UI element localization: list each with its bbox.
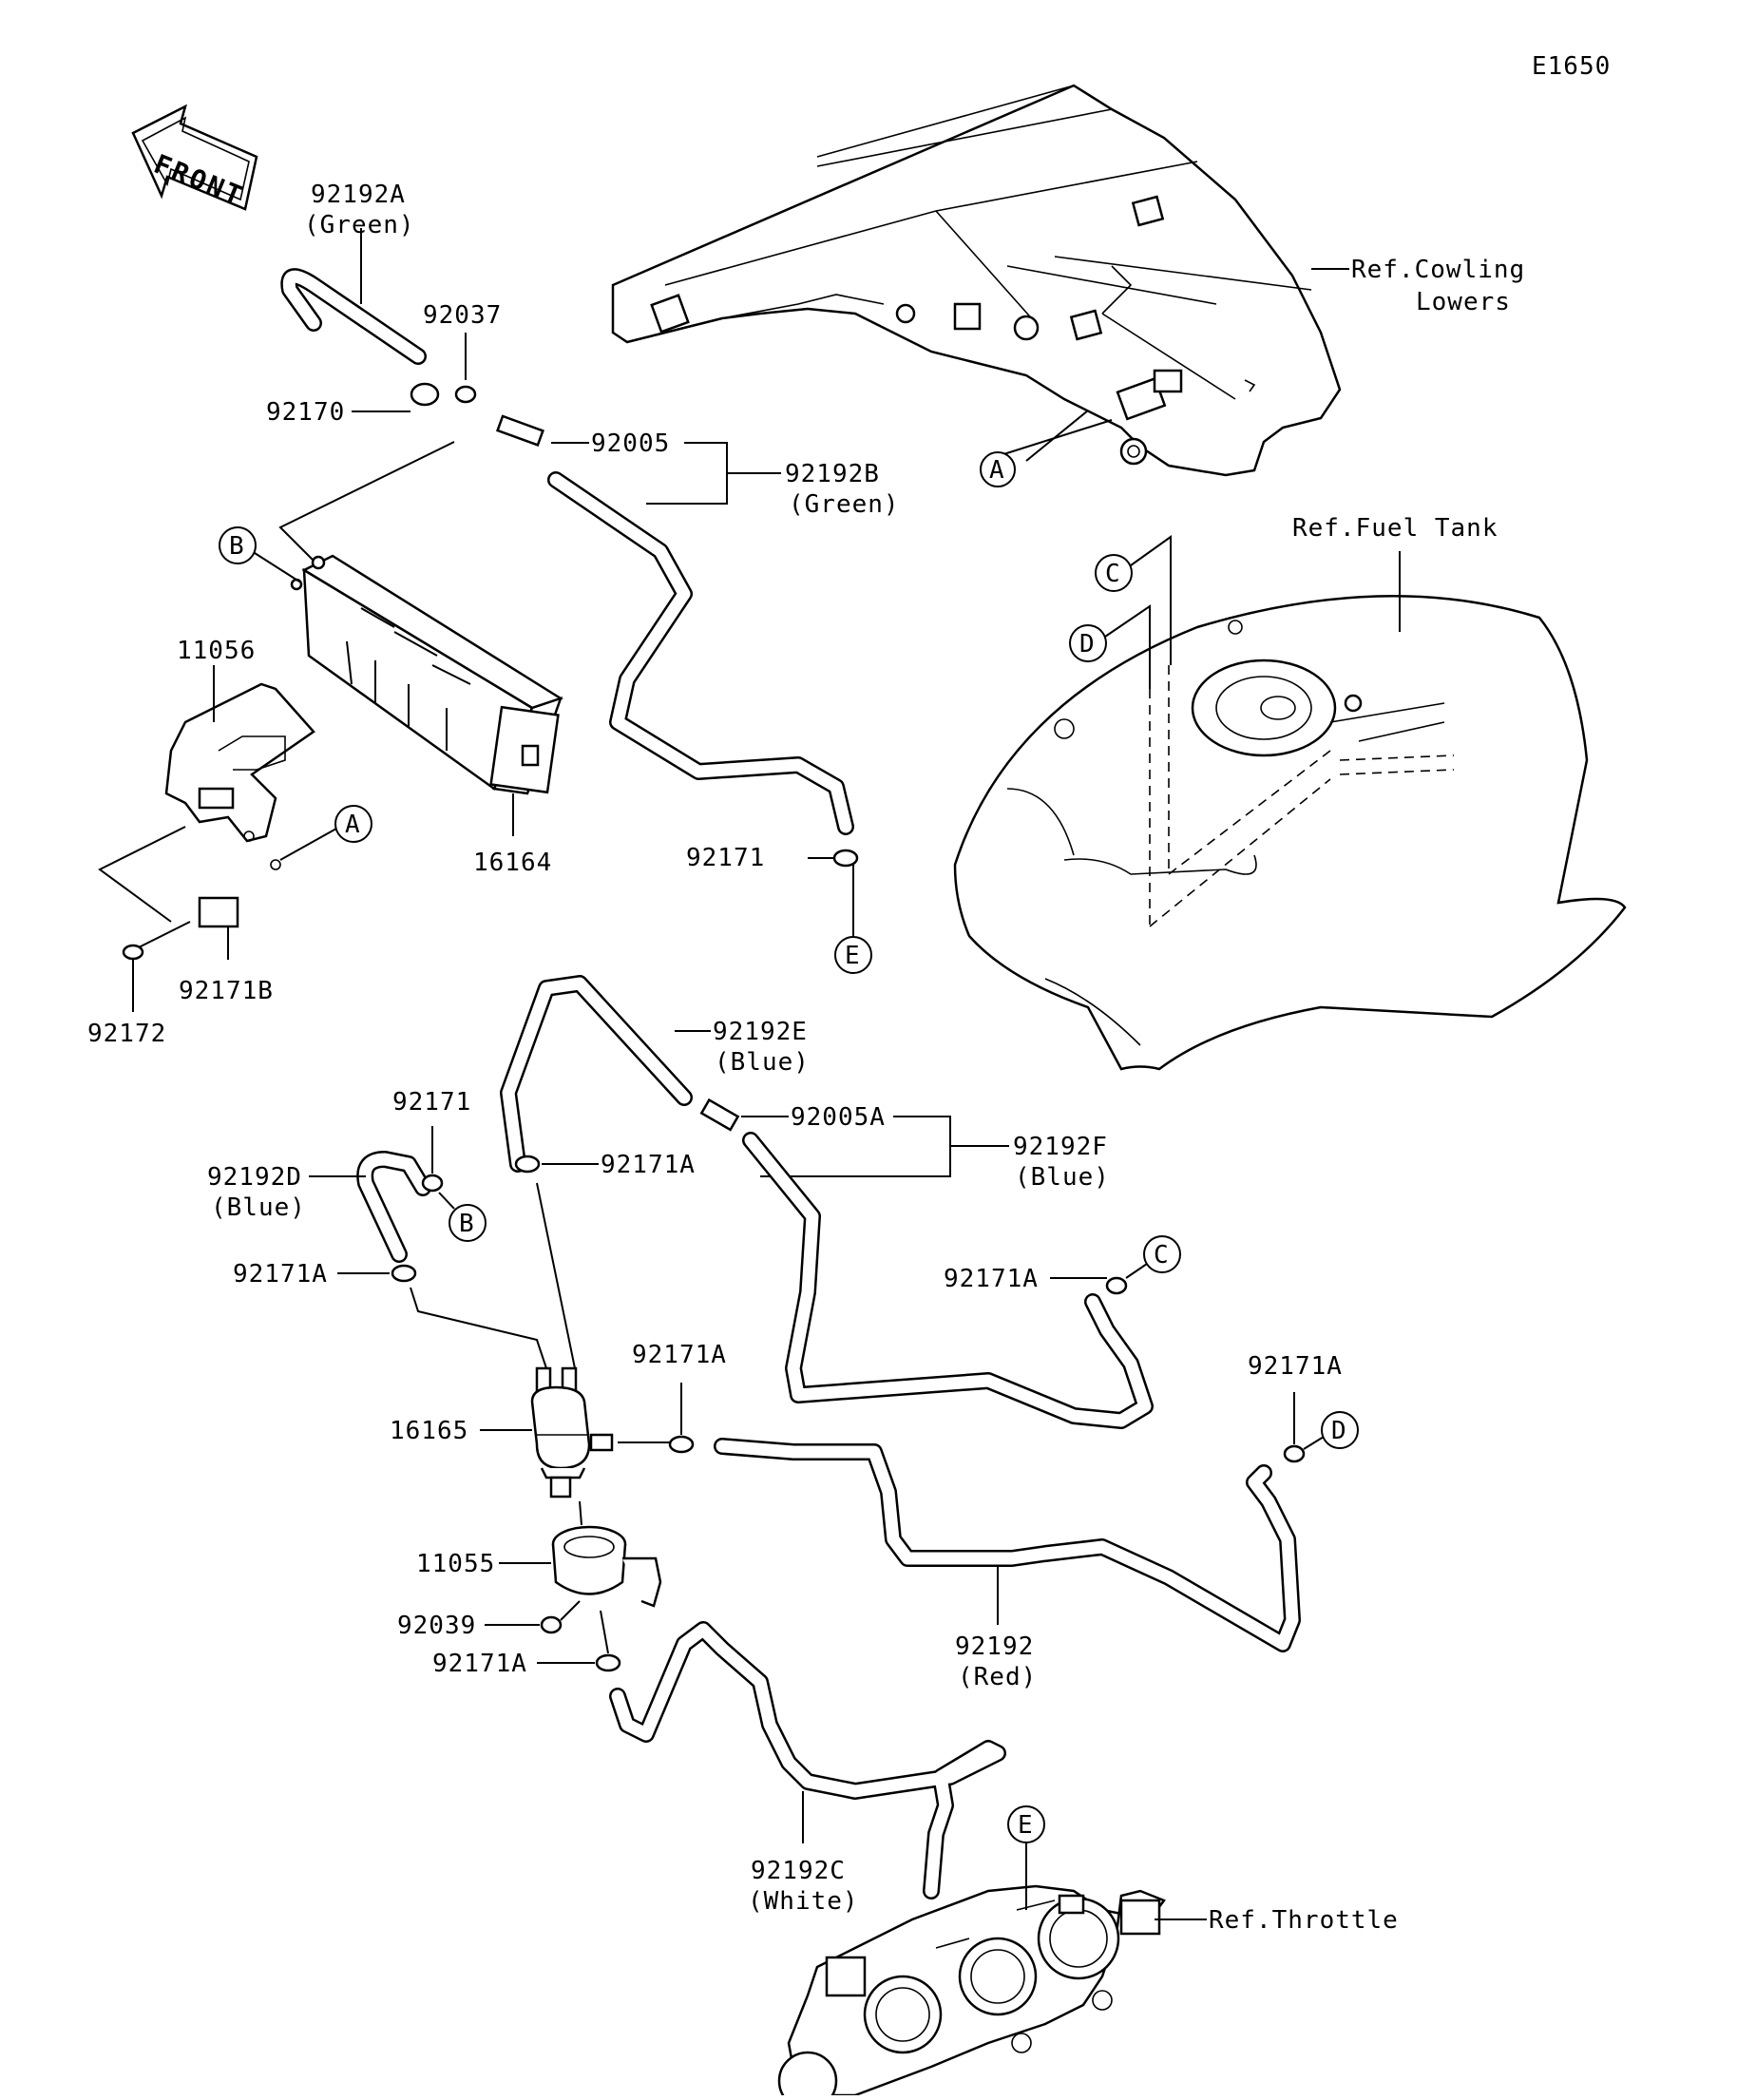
part-92171B: 92171B bbox=[179, 977, 274, 1005]
part-92037: 92037 bbox=[423, 301, 502, 330]
part-92192F: 92192F bbox=[1013, 1133, 1108, 1161]
part-92192D: 92192D bbox=[207, 1163, 302, 1192]
part-92171-upper: 92171 bbox=[686, 844, 765, 872]
canister-16164-drawing bbox=[290, 554, 563, 795]
part-92171A-6: 92171A bbox=[432, 1650, 527, 1678]
marker-e-throttle bbox=[1007, 1805, 1045, 1843]
part-92192F-color: (Blue) bbox=[1015, 1163, 1110, 1192]
part-92192E: 92192E bbox=[713, 1018, 808, 1046]
bracket-11055-drawing bbox=[551, 1525, 662, 1608]
throttle-body-drawing bbox=[777, 1884, 1166, 2100]
part-16165: 16165 bbox=[390, 1417, 468, 1445]
part-92192C: 92192C bbox=[751, 1857, 846, 1885]
fuel-tank-drawing bbox=[953, 595, 1627, 1071]
part-92005A: 92005A bbox=[791, 1103, 886, 1132]
marker-b-label-2: B bbox=[459, 1210, 475, 1238]
part-92192A: 92192A bbox=[311, 181, 406, 209]
marker-a-label-2: A bbox=[345, 811, 361, 839]
part-11055: 11055 bbox=[416, 1550, 495, 1578]
marker-d-label-2: D bbox=[1331, 1417, 1347, 1445]
marker-c-tank bbox=[1095, 554, 1133, 592]
marker-a-bracket bbox=[334, 805, 372, 843]
marker-b-canister bbox=[219, 526, 257, 564]
part-16164: 16164 bbox=[473, 849, 552, 877]
marker-a-label: A bbox=[989, 456, 1005, 485]
part-92171A-3: 92171A bbox=[944, 1265, 1039, 1293]
part-92171A-1: 92171A bbox=[601, 1151, 696, 1179]
ref-cowling-label-2: Lowers bbox=[1416, 288, 1511, 316]
part-92192A-color: (Green) bbox=[304, 211, 415, 239]
part-92171A-5: 92171A bbox=[1248, 1352, 1343, 1381]
marker-d-label-1: D bbox=[1079, 630, 1096, 659]
bracket-11056-drawing bbox=[164, 682, 315, 870]
part-92005: 92005 bbox=[591, 430, 670, 458]
marker-b-hose bbox=[449, 1204, 487, 1242]
part-92192C-color: (White) bbox=[748, 1887, 859, 1916]
marker-c-label-2: C bbox=[1154, 1241, 1170, 1270]
part-92192E-color: (Blue) bbox=[715, 1048, 810, 1077]
part-92039: 92039 bbox=[397, 1612, 476, 1640]
part-92192B-color: (Green) bbox=[789, 490, 900, 519]
part-92172: 92172 bbox=[87, 1020, 166, 1048]
part-11056: 11056 bbox=[177, 637, 256, 665]
marker-d-hose bbox=[1321, 1411, 1359, 1449]
separator-16165-drawing bbox=[530, 1366, 614, 1499]
marker-e-label-2: E bbox=[1018, 1811, 1034, 1840]
part-92192D-color: (Blue) bbox=[211, 1193, 306, 1222]
part-92171A-4: 92171A bbox=[632, 1341, 727, 1369]
marker-e-hose bbox=[834, 936, 872, 974]
marker-a-cowling bbox=[980, 451, 1016, 487]
part-92192: 92192 bbox=[955, 1632, 1034, 1661]
ref-cowling-label: Ref.Cowling bbox=[1351, 256, 1525, 284]
diagram-id: E1650 bbox=[1532, 52, 1611, 81]
marker-b-label-1: B bbox=[229, 532, 245, 561]
ref-fuel-tank-label: Ref.Fuel Tank bbox=[1292, 514, 1498, 543]
marker-c-label-1: C bbox=[1105, 560, 1121, 588]
marker-d-tank bbox=[1069, 624, 1107, 662]
part-92170: 92170 bbox=[266, 398, 345, 427]
part-92192B: 92192B bbox=[785, 460, 880, 488]
part-92192-color: (Red) bbox=[958, 1663, 1037, 1691]
marker-c-hose bbox=[1143, 1235, 1181, 1273]
front-arrow-icon: FRONT bbox=[131, 104, 258, 213]
cowling-lowers-drawing bbox=[611, 84, 1342, 477]
ref-throttle-label: Ref.Throttle bbox=[1209, 1906, 1399, 1935]
part-92171-left: 92171 bbox=[392, 1088, 471, 1117]
marker-e-label-1: E bbox=[845, 942, 861, 970]
part-92171A-2: 92171A bbox=[233, 1260, 328, 1289]
